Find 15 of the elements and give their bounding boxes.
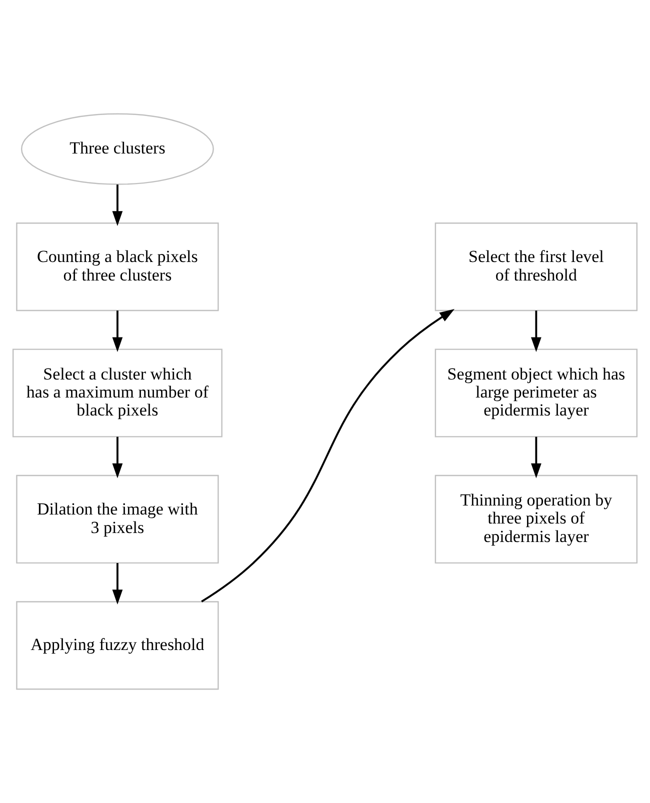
arrow xyxy=(112,184,123,226)
node-box: Select the first level of threshold xyxy=(434,222,638,312)
arrow xyxy=(201,309,455,602)
arrow xyxy=(112,310,123,352)
node-box: Select a cluster which has a maximum number of black pixels xyxy=(12,348,222,438)
node-box: Segment object which has large perimeter as epidermis layer xyxy=(434,348,638,438)
node-box: Thinning operation by three pixels of epidermis layer xyxy=(434,474,638,564)
node-ellipse: Three clusters xyxy=(20,113,214,185)
arrow xyxy=(112,436,123,478)
node-box: Dilation the image with 3 pixels xyxy=(16,474,219,564)
node-box: Counting a black pixels of three clusters xyxy=(16,222,219,312)
arrow xyxy=(531,310,542,352)
arrow xyxy=(531,436,542,478)
node-box: Applying fuzzy threshold xyxy=(16,601,219,690)
arrow xyxy=(112,563,123,604)
